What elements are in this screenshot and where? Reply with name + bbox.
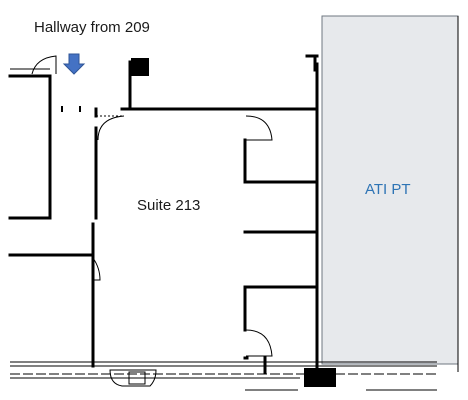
exterior-lines: [10, 16, 459, 391]
ati-pt-space[interactable]: [321, 15, 459, 365]
column: [131, 58, 149, 76]
arrow-down-icon: [62, 53, 86, 75]
entry-detail: [128, 371, 146, 385]
entry-vestibule: [109, 369, 157, 387]
door-swing[interactable]: [245, 329, 273, 357]
doors: [31, 55, 273, 357]
columns: [131, 58, 336, 387]
entry-outline: [109, 369, 157, 387]
door-swing[interactable]: [31, 55, 57, 75]
suite-label: Suite 213: [137, 197, 201, 214]
hallway-label: Hallway from 209: [34, 19, 150, 36]
door-swing[interactable]: [97, 115, 125, 141]
door-swing[interactable]: [245, 115, 273, 141]
wall-fragments: [61, 106, 81, 112]
tenant-label: ATI PT: [365, 181, 411, 198]
walls: [8, 54, 319, 374]
column: [304, 368, 336, 387]
door-swing[interactable]: [92, 257, 101, 281]
